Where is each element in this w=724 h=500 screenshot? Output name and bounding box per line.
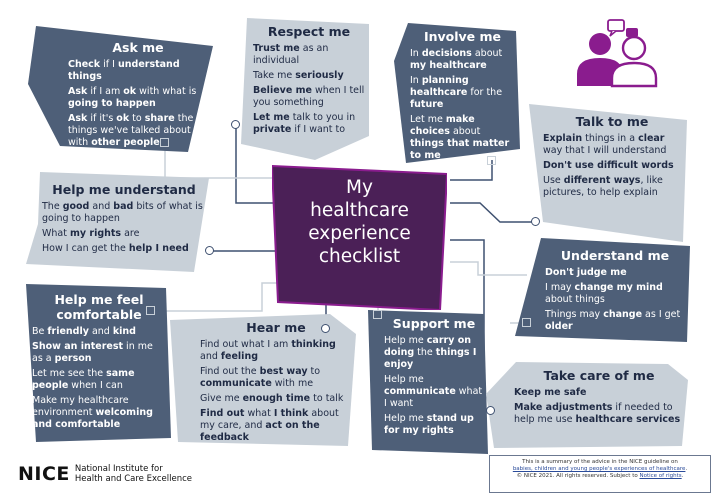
card-help-me-feel-comfortable: Help me feel comfortable Be friendly and… — [26, 284, 171, 442]
connector-dot — [486, 406, 495, 415]
checklist-item: Trust me as an individual — [253, 43, 329, 66]
card-hear-me: Hear me Find out what I am thinking and … — [170, 314, 356, 446]
card-title: Help me understand — [52, 182, 196, 197]
item-list: The good and bad bits of what is going t… — [42, 201, 206, 255]
connector-dot — [321, 324, 330, 333]
footer-notice: This is a summary of the advice in the N… — [489, 455, 711, 493]
card-title: Involve me — [423, 29, 502, 44]
card-talk-to-me: Talk to me Explain things in a clear way… — [529, 104, 687, 242]
checklist-item: Ask if it's ok to share the things we've… — [68, 113, 194, 148]
logo-org-name: National Institute for Health and Care E… — [75, 464, 192, 484]
connector-square — [373, 310, 382, 319]
item-list: Explain things in a clear way that I wil… — [543, 133, 681, 199]
card-title: Talk to me — [575, 114, 649, 129]
card-support-me: Support me Help me carry on doing the th… — [368, 310, 488, 454]
checklist-item: Believe me when I tell you something — [253, 85, 365, 108]
checklist-item: Be friendly and kind — [32, 326, 136, 337]
checklist-item: Help me carry on doing the things I enjo… — [384, 335, 477, 370]
checklist-item: What my rights are — [42, 228, 140, 239]
connector-square — [146, 306, 155, 315]
checklist-item: In planning healthcare for the future — [410, 75, 503, 110]
checklist-item: How I can get the help I need — [42, 243, 189, 254]
checklist-item: Take me seriously — [253, 70, 344, 81]
connector-square — [522, 318, 531, 327]
connector-square — [487, 156, 496, 165]
line-talk — [450, 202, 536, 223]
card-understand-me: Understand me Don't judge me I may change… — [515, 238, 690, 342]
card-involve-me: Involve me In decisions about my healthc… — [394, 23, 520, 163]
line-feel — [152, 282, 292, 312]
guideline-link[interactable]: babies, children and young people's expe… — [512, 466, 686, 472]
logo-wordmark: NICE — [18, 463, 70, 485]
card-title: Support me — [392, 316, 476, 331]
notice-of-rights-link[interactable]: Notice of rights — [639, 473, 682, 479]
checklist-item: Make my healthcare environment welcoming… — [32, 395, 153, 430]
checklist-item: Explain things in a clear way that I wil… — [543, 133, 667, 156]
checklist-item: Show an interest in me as a person — [32, 341, 153, 364]
item-list: In decisions about my healthcare In plann… — [410, 48, 515, 162]
card-title: Take care of me — [543, 368, 655, 383]
checklist-item: Give me enough time to talk — [200, 393, 344, 404]
card-title: Ask me — [112, 40, 164, 55]
nice-logo: NICE National Institute for Health and C… — [18, 461, 192, 487]
connector-dot — [531, 217, 540, 226]
people-talking-icon — [577, 19, 658, 88]
item-list: Help me carry on doing the things I enjo… — [384, 335, 484, 437]
logo-name-line1: National Institute for — [74, 464, 163, 474]
checklist-item: Find out what I think about my care, and… — [200, 408, 339, 443]
checklist-item: In decisions about my healthcare — [410, 48, 503, 71]
logo-name-line2: Health and Care Excellence — [74, 474, 192, 484]
connector-square — [160, 138, 169, 147]
line-respect — [235, 125, 290, 204]
line-understand — [450, 261, 527, 276]
checklist-item: Let me make choices about things that ma… — [410, 114, 510, 161]
checklist-item: Keep me safe — [514, 387, 587, 398]
checklist-item: Let me talk to you in private if I want … — [253, 112, 356, 135]
checklist-item: Let me see the same people when I can — [32, 368, 135, 391]
checklist-item: Use different ways, like pictures, to he… — [543, 175, 663, 198]
item-list: Don't judge me I may change my mind about… — [545, 267, 685, 333]
card-title: Respect me — [267, 24, 351, 39]
card-title: Hear me — [246, 320, 306, 335]
checklist-item: Help me communicate what I want — [384, 374, 483, 409]
card-title: Understand me — [560, 248, 670, 263]
checklist-item: Don't judge me — [545, 267, 627, 278]
checklist-item: Things may change as I get older — [545, 309, 681, 332]
checklist-item: I may change my mind about things — [545, 282, 663, 305]
checklist-item: Make adjustments if needed to help me us… — [514, 402, 681, 425]
checklist-item: Don't use difficult words — [543, 160, 674, 171]
checklist-item: Help me stand up for my rights — [384, 413, 474, 436]
checklist-item: Find out the best way to communicate wit… — [200, 366, 321, 389]
connector-dot — [231, 120, 240, 129]
checklist-item: Ask if I am ok with what is going to hap… — [68, 86, 197, 109]
card-help-me-understand: Help me understand The good and bad bits… — [26, 172, 209, 272]
connector-dot — [205, 246, 214, 255]
line-involve — [450, 160, 493, 181]
footer-line1: This is a summary of the advice in the N… — [522, 459, 678, 465]
checklist-item: Find out what I am thinking and feeling — [200, 339, 336, 362]
checklist-item: Check if I understand things — [68, 59, 180, 82]
checklist-item: The good and bad bits of what is going t… — [42, 201, 203, 224]
footer-line2: © NICE 2021. All rights reserved. Subjec… — [516, 473, 638, 479]
card-title: Help me feel comfortable — [54, 292, 144, 322]
